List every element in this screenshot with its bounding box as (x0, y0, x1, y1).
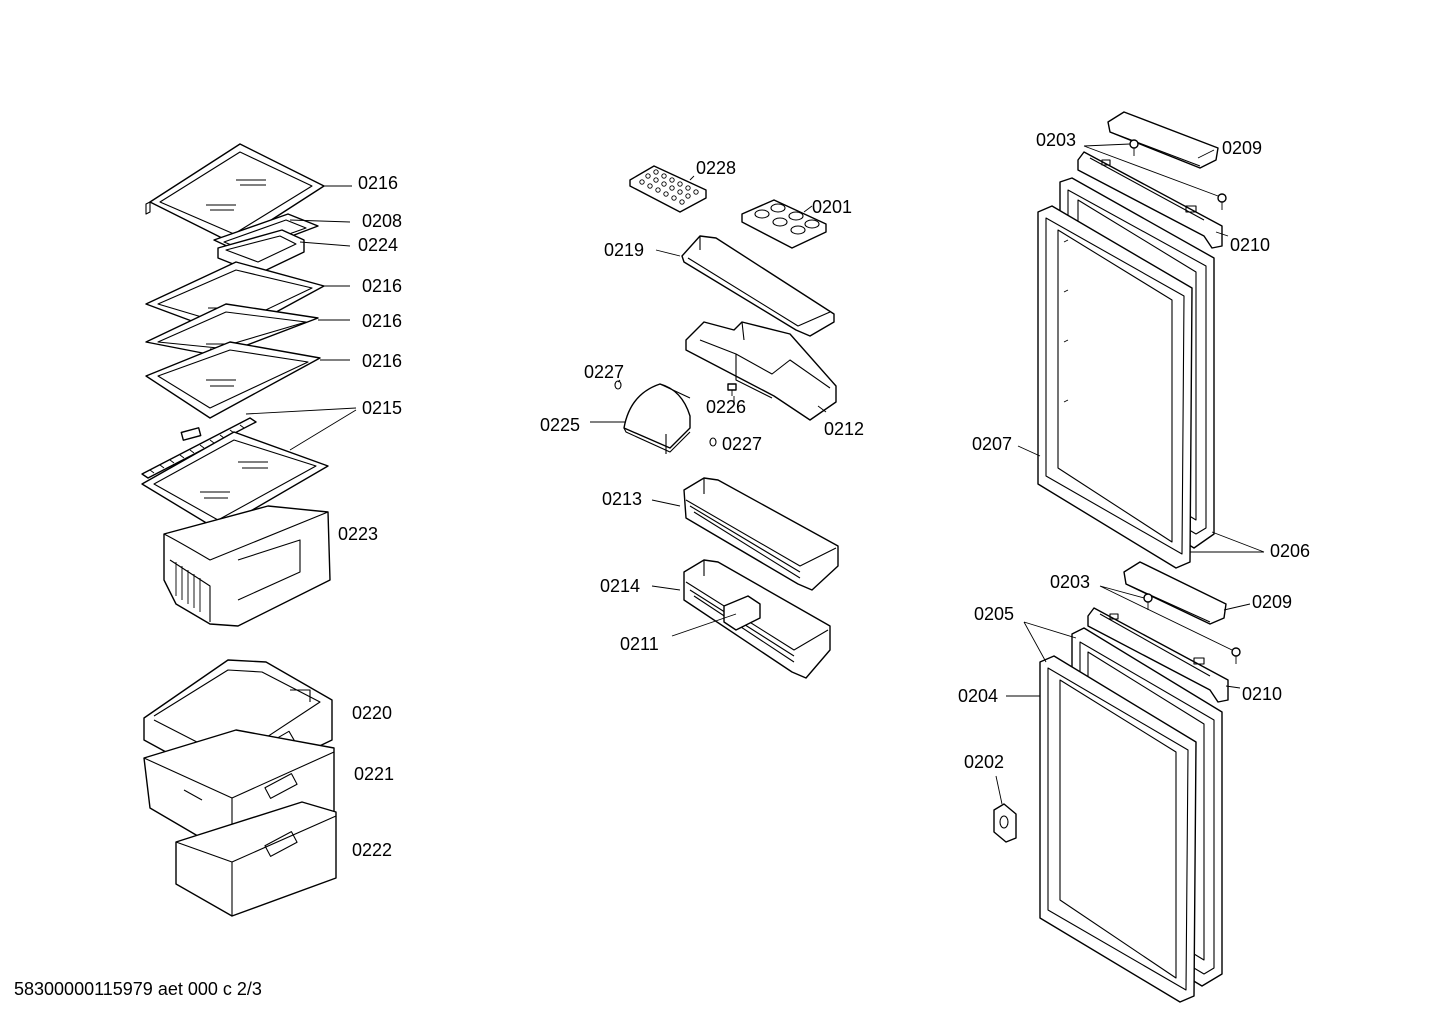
callout-0222: 0222 (352, 840, 392, 860)
callout-0228: 0228 (696, 158, 736, 178)
callout-0203a: 0203 (1036, 130, 1076, 150)
callout-0209b: 0209 (1252, 592, 1292, 612)
callout-0215: 0215 (362, 398, 402, 418)
freshness-bin (163, 505, 331, 627)
callout-0216b: 0216 (362, 276, 402, 296)
callout-0207: 0207 (972, 434, 1012, 454)
callout-0210b: 0210 (1242, 684, 1282, 704)
door-bin-middle (683, 477, 839, 591)
lower-hinge-bracket (1087, 607, 1229, 703)
document-id-footer: 58300000115979 aet 000 c 2/3 (14, 979, 262, 999)
egg-tray (741, 199, 827, 249)
lock-plate (993, 803, 1017, 843)
small-pin-0226 (727, 383, 737, 396)
shelf-rail-shelf (141, 417, 329, 531)
left-leaders (245, 185, 357, 451)
upper-screws (1129, 139, 1227, 210)
callout-0214: 0214 (600, 576, 640, 596)
shelf-top (145, 143, 325, 245)
callout-0209a: 0209 (1222, 138, 1262, 158)
upper-door-gasket (1037, 205, 1193, 569)
callout-0223: 0223 (338, 524, 378, 544)
door-bin-lower (683, 559, 831, 679)
ice-cube-tray (629, 165, 707, 213)
callout-0220: 0220 (352, 703, 392, 723)
washer-0227-lower (709, 437, 717, 447)
callout-0211: 0211 (620, 634, 659, 654)
callout-0224: 0224 (358, 235, 398, 255)
callout-0213: 0213 (602, 489, 642, 509)
lower-door-gasket (1039, 655, 1197, 1003)
callout-0216c: 0216 (362, 311, 402, 331)
callout-0203b: 0203 (1050, 572, 1090, 592)
dairy-flap (623, 383, 691, 454)
crisper-drawer-3 (175, 801, 337, 917)
callout-0225: 0225 (540, 415, 580, 435)
callout-0212: 0212 (824, 419, 864, 439)
callout-0204: 0204 (958, 686, 998, 706)
callout-0216d: 0216 (362, 351, 402, 371)
upper-hinge-cover (1107, 111, 1219, 169)
callout-0205: 0205 (974, 604, 1014, 624)
callout-0227a: 0227 (584, 362, 624, 382)
callout-0206: 0206 (1270, 541, 1310, 561)
washer-0227-upper (614, 380, 622, 390)
shelf-glass-4 (145, 341, 321, 419)
dairy-compartment (685, 321, 837, 421)
lower-hinge-cover (1123, 561, 1227, 625)
callout-0208: 0208 (362, 211, 402, 231)
callout-0221: 0221 (354, 764, 394, 784)
right-leaders (995, 143, 1265, 805)
callout-0210a: 0210 (1230, 235, 1270, 255)
callout-0201: 0201 (812, 197, 852, 217)
callout-0202: 0202 (964, 752, 1004, 772)
callout-0227b: 0227 (722, 434, 762, 454)
upper-hinge-bracket (1077, 151, 1223, 249)
callout-0226: 0226 (706, 397, 746, 417)
lower-screws (1143, 593, 1241, 664)
door-bin-upper (681, 235, 835, 337)
callout-0216a: 0216 (358, 173, 398, 193)
middle-leaders (590, 175, 827, 637)
callout-0219: 0219 (604, 240, 644, 260)
